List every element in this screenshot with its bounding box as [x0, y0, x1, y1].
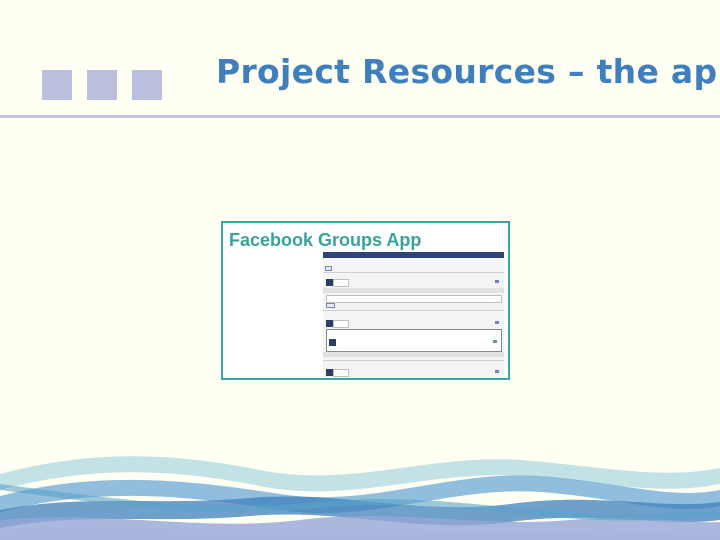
app-screenshot — [323, 252, 504, 378]
screenshot-like-icon — [495, 280, 499, 283]
slide-title: Project Resources – the app — [216, 52, 720, 91]
decorative-waves — [0, 456, 720, 540]
screenshot-separator — [323, 360, 504, 361]
screenshot-header-bar — [323, 252, 504, 258]
screenshot-mini-box — [333, 320, 349, 328]
wave-band — [0, 456, 720, 492]
screenshot-separator — [323, 310, 504, 311]
screenshot-mini-box — [333, 369, 349, 377]
screenshot-like-icon — [495, 370, 499, 373]
screenshot-comment-box — [326, 295, 502, 303]
screenshot-thumbnail — [326, 369, 333, 376]
screenshot-separator — [323, 272, 504, 273]
screenshot-gray-band — [323, 352, 504, 357]
screenshot-thumbnail — [326, 320, 333, 327]
wave-band — [0, 484, 720, 521]
screenshot-like-icon — [495, 321, 499, 324]
screenshot-mini-box — [333, 279, 349, 287]
screenshot-thumbnail — [326, 279, 333, 286]
decorative-square-1 — [42, 70, 72, 100]
app-screenshot-frame: Facebook Groups App — [221, 221, 510, 380]
screenshot-like-icon — [493, 340, 497, 343]
figure-caption: Facebook Groups App — [229, 230, 422, 250]
screenshot-thumbnail — [329, 339, 336, 346]
wave-band — [0, 475, 720, 514]
decorative-square-2 — [87, 70, 117, 100]
screenshot-expanded-post — [326, 329, 502, 352]
screenshot-button — [325, 266, 332, 271]
screenshot-button — [326, 303, 335, 308]
title-divider — [0, 115, 720, 118]
screenshot-gray-band — [323, 288, 504, 293]
wave-band — [0, 526, 720, 540]
decorative-square-3 — [132, 70, 162, 100]
